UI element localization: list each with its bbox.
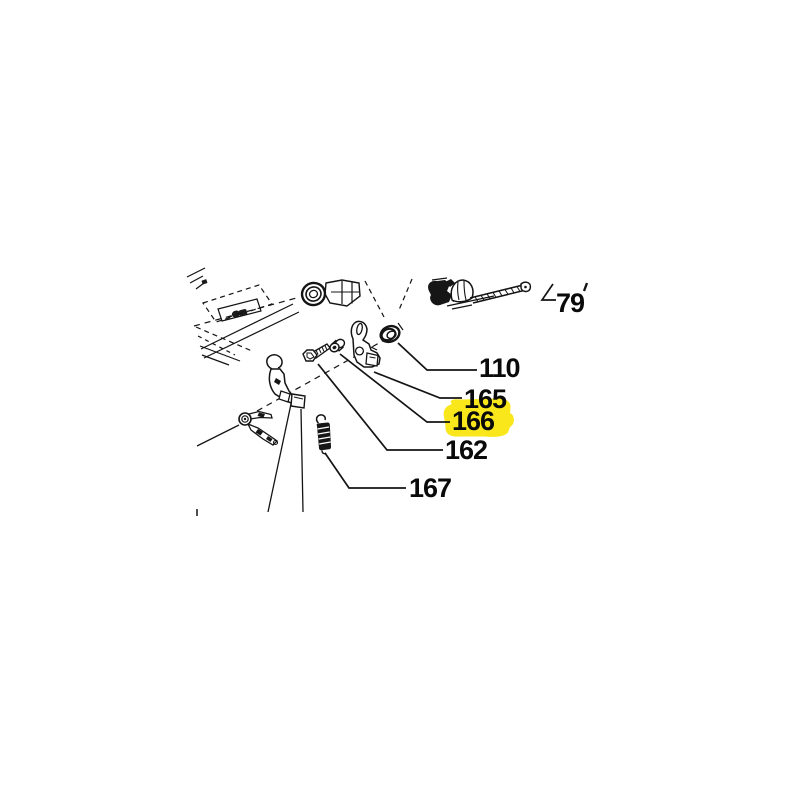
throttle-bracket-drawing [350,320,381,368]
part-165-label: 165 [464,384,507,414]
dashed-diagonal [195,326,253,352]
dome-cover [450,279,474,303]
hex-bolt-drawing [302,343,331,362]
spacer-collar-drawing [329,338,346,353]
choke-bracket-drawing [266,354,306,409]
rod-line [203,311,300,359]
pin-mark-dot [201,279,208,285]
bracket-hole [354,346,365,356]
bracket-tab [290,393,306,409]
lever-fork-drawing [238,410,279,446]
long-dashed-line [193,296,301,327]
leader-line-162 [317,363,443,451]
bracket-window [278,390,291,403]
cropped-leader-lines [196,403,304,516]
leader-line-167 [324,452,406,489]
part-166-label: 166 [452,406,495,436]
leader-line-165 [373,371,462,399]
part-162-label: 162 [445,435,487,465]
dashed-diagonal [197,335,236,356]
leader-line-166 [339,353,450,423]
tick-mark-79 [582,282,589,292]
inner-box [217,298,262,322]
engine-crankcase-drawing [428,277,532,310]
boss-ring-outer [300,281,327,307]
cylinder-block-drawing [300,279,361,307]
collar-bore [332,345,337,350]
grommet-drawing [379,324,401,344]
duct-rail [472,289,527,304]
duct-hatching [474,286,521,303]
dashed-box [202,284,273,323]
spring-drawing [315,414,332,455]
cropped-line [189,275,204,284]
leader-line-79 [540,283,556,301]
part-110-label: 110 [479,353,520,383]
callout-leader-lines [317,282,589,489]
bracket-hook [266,354,283,370]
leader-line-110 [397,342,477,371]
part-79-label: 79 [556,288,585,318]
spring-top-hook [315,414,326,424]
cropped-line [186,267,206,278]
inset-pin-body [238,309,248,316]
inset-pin-head [231,310,241,318]
duct-rail [469,284,524,299]
boss-ring-inner [308,289,319,299]
bolt-threads [315,345,328,355]
part-167-label: 167 [409,473,451,503]
part-166-highlight [443,398,514,437]
rod-line [200,303,294,350]
bracket-box [365,352,379,367]
bracket-slot [356,322,363,336]
dashed-inset-box-drawing [186,267,301,366]
boss-ring-mid [305,286,322,302]
